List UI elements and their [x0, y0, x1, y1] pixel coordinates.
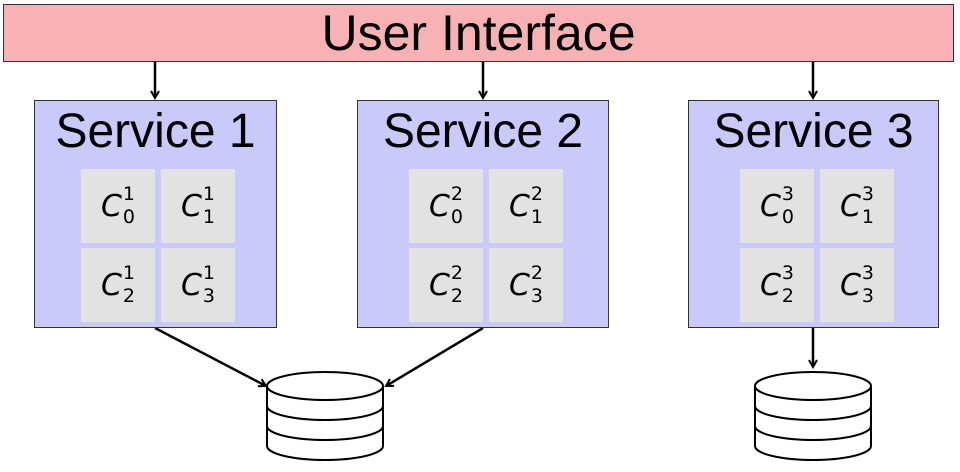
- component-base: C: [100, 188, 122, 224]
- component-base: C: [839, 188, 861, 224]
- component-base: C: [180, 267, 202, 303]
- component-sup: 2: [450, 183, 464, 205]
- arrow-service-2-to-db-1: [386, 326, 484, 388]
- component-sub: 1: [861, 206, 875, 228]
- component-base: C: [428, 188, 450, 224]
- service-title: Service 3: [713, 105, 914, 158]
- component-sup: 3: [781, 183, 795, 205]
- component-sup: 3: [781, 262, 795, 284]
- component-sub: 1: [202, 206, 216, 228]
- user-interface-bar: User Interface: [3, 4, 954, 62]
- component-sup: 3: [861, 183, 875, 205]
- database-icon: [266, 371, 384, 461]
- component-sup: 2: [530, 262, 544, 284]
- component-sub: 1: [530, 206, 544, 228]
- component-base: C: [508, 267, 530, 303]
- component-sub: 0: [122, 206, 136, 228]
- component-sub: 2: [450, 285, 464, 307]
- component-base: C: [759, 267, 781, 303]
- component-sub: 0: [781, 206, 795, 228]
- component-sub: 2: [122, 285, 136, 307]
- component-sup: 2: [530, 183, 544, 205]
- component-base: C: [180, 188, 202, 224]
- component-sub: 2: [781, 285, 795, 307]
- database-icon: [754, 371, 872, 461]
- component-base: C: [428, 267, 450, 303]
- component-base: C: [508, 188, 530, 224]
- component-sup: 3: [861, 262, 875, 284]
- component-base: C: [759, 188, 781, 224]
- service-title: Service 2: [382, 105, 584, 158]
- component-base: C: [100, 267, 122, 303]
- component-sup: 1: [202, 183, 216, 205]
- component-sup: 2: [450, 262, 464, 284]
- component-base: C: [839, 267, 861, 303]
- component-sup: 1: [122, 262, 136, 284]
- component-sup: 1: [122, 183, 136, 205]
- component-sub: 3: [861, 285, 875, 307]
- user-interface-title: User Interface: [321, 5, 636, 61]
- arrow-service-1-to-db-1: [154, 326, 266, 386]
- component-sub: 3: [202, 285, 216, 307]
- component-sup: 1: [202, 262, 216, 284]
- component-sub: 3: [530, 285, 544, 307]
- service-title: Service 1: [55, 105, 256, 158]
- component-sub: 0: [450, 206, 464, 228]
